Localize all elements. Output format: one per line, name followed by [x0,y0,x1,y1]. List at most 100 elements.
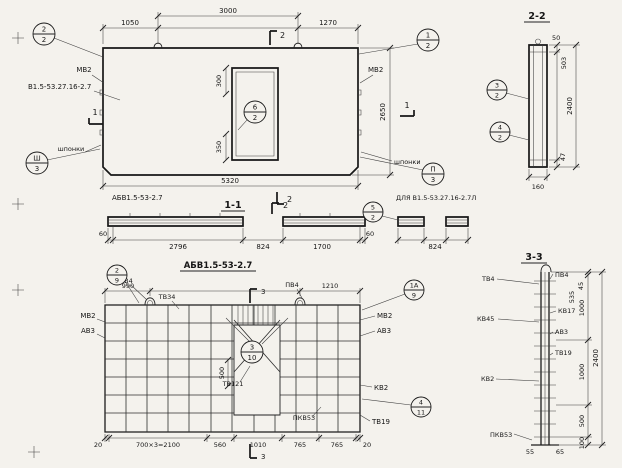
dim-60-right: 60 [366,230,374,238]
label-mv2-right: МВ2 [368,66,383,74]
trim-marks [12,32,40,458]
dim-560: 560 [214,441,226,449]
balloon-num: 2 [42,26,46,34]
bottom-dim-ticks [99,182,362,190]
label-tv34: ТВ34 [158,293,176,301]
label-kv2: КВ2 [374,384,388,392]
balloon-cage-mid: 3 10 [240,340,264,364]
label-pkv53: ПКВ53 [490,431,512,439]
lintel-bars [237,305,274,325]
leader-keys-left [84,144,102,153]
dim-824-variant: 824 [428,243,442,251]
label-pv4-right: ПВ4 [285,281,298,289]
dim-500: 500 [218,367,226,379]
reinforcement-cage-view: АБВ1.5-53-2.7 990 1210 500 3 3 ПВ4 ТВ34 … [80,261,432,461]
loop-section [535,38,541,45]
leader-pv4-left [130,284,148,301]
balloon-sheet: 2 [426,42,430,50]
dim-1000-b: 1000 [578,364,586,381]
loop-hook [540,264,552,273]
leader-mv2-right [359,74,374,84]
section-2-2-title: 2-2 [528,11,545,22]
balloon-sheet: 3 [35,165,39,173]
leader-keys-right [360,151,393,162]
leader-pv4-right [296,288,303,299]
dim-1700: 1700 [313,243,331,251]
leader-mv2-left [96,318,106,323]
dim-60-left: 60 [99,230,107,238]
cut-mark-3-top [249,288,257,303]
leader-tv19 [359,414,371,422]
label-kv45: КВ45 [477,315,494,323]
balloon-plan-top-right: 1 2 [358,28,440,55]
width-dim-line [528,169,548,181]
leader-av3 [549,331,554,335]
balloon-sheet: 10 [248,354,257,362]
cut-mark-1-left [88,118,103,125]
variant-dim-lines [397,228,469,244]
vertical-bars [125,305,339,432]
top-dim-ticks [101,287,364,295]
cross-bar-ticks [534,280,556,438]
bottom-dim-ticks [101,434,364,442]
balloon-num: Ш [33,155,41,163]
leader-kv2 [495,378,540,382]
leader-mv2-left [91,74,105,84]
section-inner-lines [529,45,547,167]
corner-diagonals [225,317,289,345]
dim-100: 100 [578,437,586,449]
section-3-3: 3-3 ТВ4 КВ45 КВ2 ПКВ53 ПВ4 КВ17 АВ3 ТВ19… [477,252,606,456]
balloon-num: 3 [250,344,254,352]
dim-65: 65 [556,448,564,456]
top-dim-lines [104,288,361,303]
wall-section-variant-detail [398,219,468,224]
balloon-plan-top-left: 2 2 [32,22,104,58]
dim-lines [107,226,366,244]
balloon-sheet: 2 [371,214,375,222]
balloon-num: 3 [495,82,499,90]
cut-mark-2 [271,202,279,214]
dim-55: 55 [526,448,534,456]
horizontal-bars [105,322,360,414]
leader-panel-mark [93,90,121,101]
section-body [528,44,548,168]
dim-ticks [584,268,606,449]
height-dim-ticks [386,44,394,179]
cut-label-2-top: 2 [280,31,285,40]
cage-title: АБВ1.5-53-2.7 [184,261,253,271]
loop-hooks [144,297,306,306]
variant-dim-ticks [394,236,472,244]
dim-824: 824 [256,243,270,251]
cut-label-1-right: 1 [404,101,409,110]
balloon-num: 6 [253,104,258,112]
cut-mark-3-bottom [249,444,257,459]
label-av3-left: АВ3 [81,327,95,335]
balloon-num: 4 [498,124,502,132]
door-dim-ticks [222,64,230,164]
balloon-door: 6 2 [237,100,267,131]
dim-2400: 2400 [566,97,574,115]
dim-535: 535 [568,291,576,303]
top-dim-ticks [99,12,362,32]
balloon-cage-top-right: 1А 9 [361,279,425,311]
dim-20-right: 20 [363,441,371,449]
wall-section-detail [108,213,365,224]
leader-kv17 [549,310,557,314]
dim-50: 50 [552,34,560,42]
wall-section-variant [397,216,469,227]
balloon-cage-top-left: 2 9 [106,264,140,304]
leader-pkv53 [513,433,533,441]
label-tv121: ТВ121 [222,380,244,388]
panel-outline [102,47,359,176]
loop-hooks-inner [146,300,304,306]
balloon-num: 1 [426,32,430,40]
label-pkv53: ПКВ53 [293,414,315,422]
sheet-trim-marks [12,32,40,458]
dim-503: 503 [560,57,568,69]
balloon-sheet: 3 [431,176,435,184]
label-kv17: КВ17 [558,307,575,315]
balloon-3: 3 2 [486,79,530,101]
leader-av3-left [96,333,106,339]
